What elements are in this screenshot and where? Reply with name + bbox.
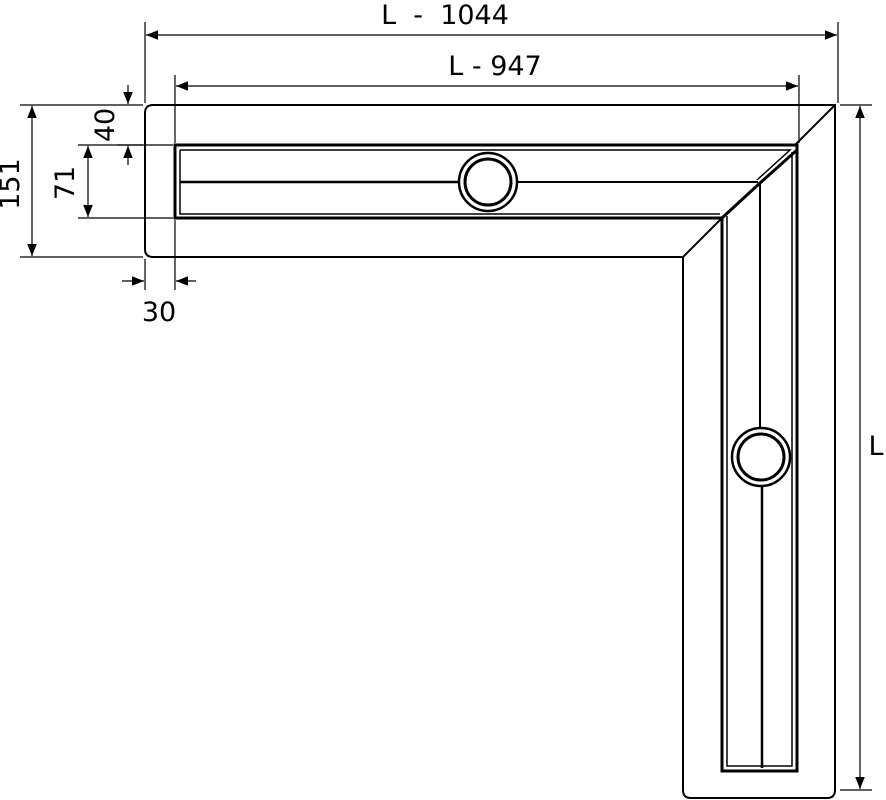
height-right-label: L: [868, 431, 883, 462]
dimension-top-offset: 40: [90, 85, 143, 165]
inner-width-label: L - 947: [448, 51, 542, 82]
dimension-depth-left: 151: [0, 104, 143, 258]
depth-left-label: 151: [0, 158, 26, 210]
side-offset-label: 30: [142, 297, 176, 328]
dimension-side-offset: 30: [122, 220, 196, 328]
dimension-height-right: L: [840, 104, 884, 791]
outer-frame: [144, 104, 836, 799]
outlet-circle-right: [730, 426, 792, 488]
dimension-channel-width: 71: [50, 144, 173, 219]
dimension-inner-width: L - 947: [174, 51, 800, 143]
vertical-channel: [720, 145, 799, 773]
outer-mitre: [682, 104, 836, 258]
top-offset-label: 40: [90, 108, 121, 142]
outlet-circle-top: [457, 151, 519, 213]
dimension-overall-width: L - 1044: [144, 0, 839, 103]
overall-width-label: L - 1044: [381, 0, 509, 31]
channel-width-label: 71: [50, 166, 81, 200]
